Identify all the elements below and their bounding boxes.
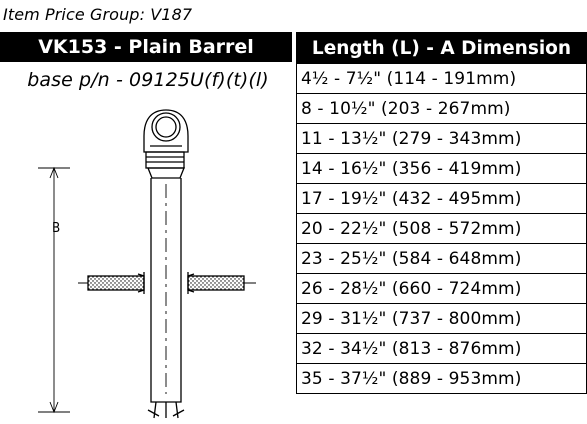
table-header-row: Length (L) - A Dimension: [296, 32, 587, 64]
item-price-group: Item Price Group: V187: [3, 5, 193, 24]
table-header-length: Length (L) - A Dimension: [296, 32, 587, 64]
table-row: 23 - 25½" (584 - 648mm): [296, 243, 587, 274]
table-cell: 4½ - 7½" (114 - 191mm): [296, 63, 587, 94]
table-cell: 32 - 34½" (813 - 876mm): [296, 333, 587, 364]
table-row: 8 - 10½" (203 - 267mm): [296, 93, 587, 124]
product-title: VK153 - Plain Barrel: [0, 32, 292, 62]
table-row: 11 - 13½" (279 - 343mm): [296, 123, 587, 154]
table-cell: 26 - 28½" (660 - 724mm): [296, 273, 587, 304]
table-cell: 35 - 37½" (889 - 953mm): [296, 363, 587, 394]
table-cell: 14 - 16½" (356 - 419mm): [296, 153, 587, 184]
table-row: 35 - 37½" (889 - 953mm): [296, 363, 587, 394]
table-row: 4½ - 7½" (114 - 191mm): [296, 63, 587, 94]
sprinkler-drawing: B: [20, 96, 292, 420]
table-cell: 11 - 13½" (279 - 343mm): [296, 123, 587, 154]
table-row: 32 - 34½" (813 - 876mm): [296, 333, 587, 364]
table-cell: 29 - 31½" (737 - 800mm): [296, 303, 587, 334]
table-cell: 17 - 19½" (432 - 495mm): [296, 183, 587, 214]
table-row: 26 - 28½" (660 - 724mm): [296, 273, 587, 304]
table-cell: 8 - 10½" (203 - 267mm): [296, 93, 587, 124]
table-row: 20 - 22½" (508 - 572mm): [296, 213, 587, 244]
table-cell: 23 - 25½" (584 - 648mm): [296, 243, 587, 274]
dimension-b-label: B: [52, 221, 60, 236]
table-row: 29 - 31½" (737 - 800mm): [296, 303, 587, 334]
base-part-number: base p/n - 09125U(f)(t)(l): [27, 69, 269, 91]
table-row: 17 - 19½" (432 - 495mm): [296, 183, 587, 214]
table-row: 14 - 16½" (356 - 419mm): [296, 153, 587, 184]
length-dimension-table: Length (L) - A Dimension 4½ - 7½" (114 -…: [296, 32, 587, 394]
table-cell: 20 - 22½" (508 - 572mm): [296, 213, 587, 244]
